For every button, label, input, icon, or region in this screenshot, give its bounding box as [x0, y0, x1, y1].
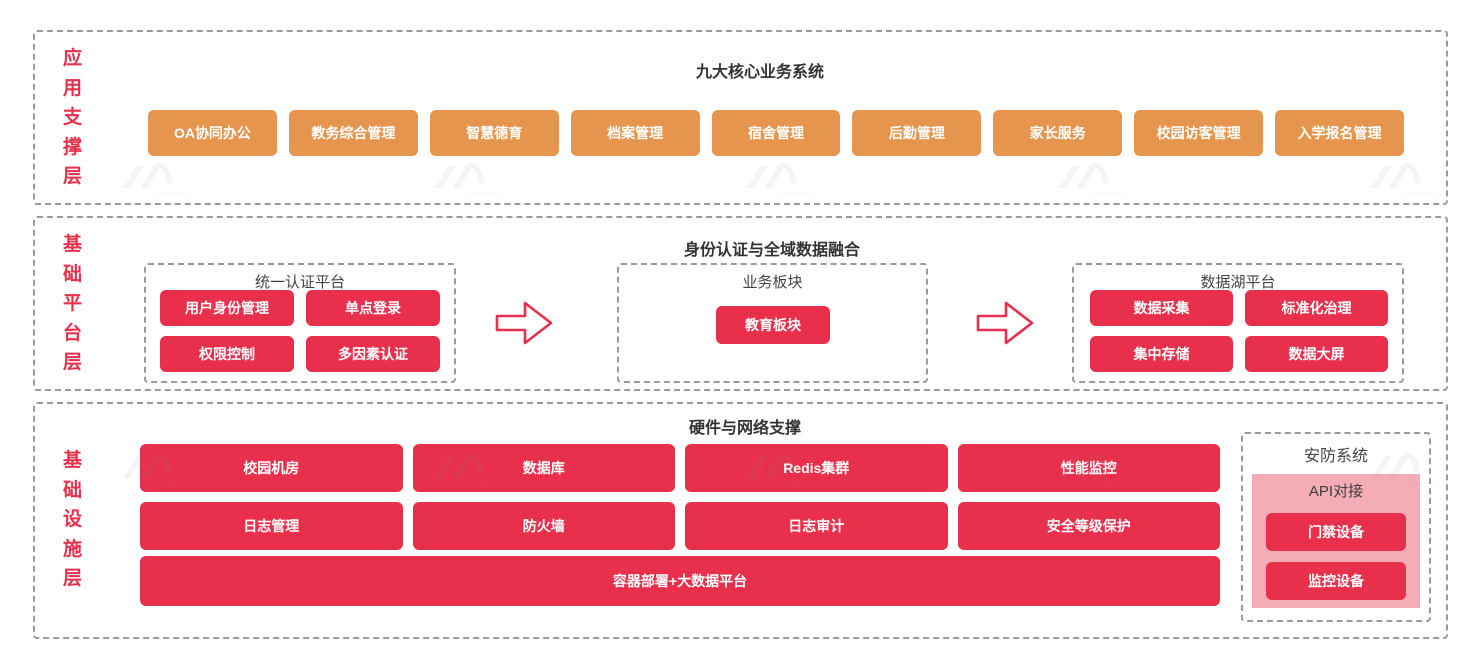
app-system-box[interactable]: 宿舍管理 — [711, 110, 841, 156]
side-label-infrastructure: 基 础 设 施 层 — [46, 440, 100, 600]
infra-item-box[interactable]: 数据库 — [412, 444, 675, 492]
datalake-item-box[interactable]: 数据大屏 — [1245, 336, 1388, 372]
side-label-char: 层 — [62, 166, 83, 188]
app-system-box[interactable]: 智慧德育 — [429, 110, 559, 156]
side-label-char: 基 — [62, 450, 83, 472]
group-title-security-system: 安防系统 — [1303, 448, 1368, 465]
security-device-box[interactable]: 监控设备 — [1266, 562, 1406, 600]
group-title-business-segment: 业务板块 — [742, 274, 803, 291]
group-security-system: 安防系统 — [1241, 432, 1431, 622]
group-title-unified-auth-platform: 统一认证平台 — [254, 274, 345, 291]
infra-item-box[interactable]: 日志审计 — [685, 502, 948, 550]
app-system-box[interactable]: 家长服务 — [993, 110, 1123, 156]
section-title-identity-and-data-fusion: 身份认证与全域数据融合 — [683, 242, 860, 259]
right-arrow-icon — [493, 298, 555, 348]
application-systems-row: OA协同办公 教务综合管理 智慧德育 档案管理 宿舍管理 后勤管理 家长服务 校… — [148, 110, 1405, 156]
auth-item-box[interactable]: 单点登录 — [306, 290, 440, 326]
infrastructure-items-grid: 校园机房 数据库 Redis集群 性能监控 日志管理 防火墙 日志审计 安全等级… — [140, 444, 1220, 550]
infra-item-box[interactable]: 校园机房 — [140, 444, 403, 492]
group-business-segment: 业务板块 — [617, 263, 928, 383]
side-label-char: 用 — [62, 77, 83, 99]
data-lake-items-grid: 数据采集 标准化治理 集中存储 数据大屏 — [1090, 290, 1388, 372]
section-title-hardware-network-support: 硬件与网络支撑 — [688, 420, 801, 437]
app-system-box[interactable]: OA协同办公 — [148, 110, 277, 156]
side-label-char: 础 — [62, 263, 83, 285]
datalake-item-box[interactable]: 标准化治理 — [1245, 290, 1388, 326]
side-label-char: 平 — [62, 293, 83, 315]
security-device-box[interactable]: 门禁设备 — [1266, 513, 1406, 551]
section-title-core-business-systems: 九大核心业务系统 — [695, 64, 824, 81]
layer-base-platform — [33, 216, 1448, 391]
side-label-char: 支 — [62, 107, 83, 129]
side-label-char: 应 — [62, 48, 83, 70]
infra-item-box[interactable]: 性能监控 — [957, 444, 1220, 492]
infra-item-box[interactable]: 安全等级保护 — [957, 502, 1220, 550]
app-system-box[interactable]: 教务综合管理 — [288, 110, 418, 156]
app-system-box[interactable]: 档案管理 — [570, 110, 700, 156]
auth-item-box[interactable]: 权限控制 — [160, 336, 294, 372]
side-label-char: 层 — [62, 568, 83, 590]
infra-wide-item-box[interactable]: 容器部署+大数据平台 — [140, 556, 1220, 606]
infra-item-box[interactable]: Redis集群 — [685, 444, 948, 492]
api-integration-title: API对接 — [1308, 483, 1364, 500]
side-label-char: 台 — [62, 322, 83, 344]
group-unified-auth-platform: 统一认证平台 — [144, 263, 456, 383]
side-label-char: 基 — [62, 234, 83, 256]
app-system-box[interactable]: 校园访客管理 — [1134, 110, 1264, 156]
app-system-box[interactable]: 入学报名管理 — [1275, 110, 1405, 156]
unified-auth-items-grid: 用户身份管理 单点登录 权限控制 多因素认证 — [160, 290, 440, 372]
auth-item-box[interactable]: 多因素认证 — [306, 336, 440, 372]
infra-item-box[interactable]: 日志管理 — [140, 502, 403, 550]
right-arrow-icon — [974, 298, 1036, 348]
layer-application-support — [33, 30, 1448, 205]
side-label-char: 层 — [62, 352, 83, 374]
datalake-item-box[interactable]: 集中存储 — [1090, 336, 1233, 372]
side-label-char: 撑 — [62, 136, 83, 158]
group-data-lake-platform: 数据湖平台 — [1072, 263, 1404, 383]
side-label-base-platform: 基 础 平 台 层 — [46, 224, 100, 384]
side-label-application-support: 应 用 支 撑 层 — [46, 38, 100, 198]
infra-item-box[interactable]: 防火墙 — [412, 502, 675, 550]
side-label-char: 设 — [62, 509, 83, 531]
side-label-char: 础 — [62, 479, 83, 501]
layer-infrastructure — [33, 402, 1448, 639]
auth-item-box[interactable]: 用户身份管理 — [160, 290, 294, 326]
app-system-box[interactable]: 后勤管理 — [852, 110, 982, 156]
side-label-char: 施 — [62, 538, 83, 560]
group-title-data-lake-platform: 数据湖平台 — [1200, 274, 1276, 291]
business-item-box[interactable]: 教育板块 — [716, 306, 830, 344]
datalake-item-box[interactable]: 数据采集 — [1090, 290, 1233, 326]
